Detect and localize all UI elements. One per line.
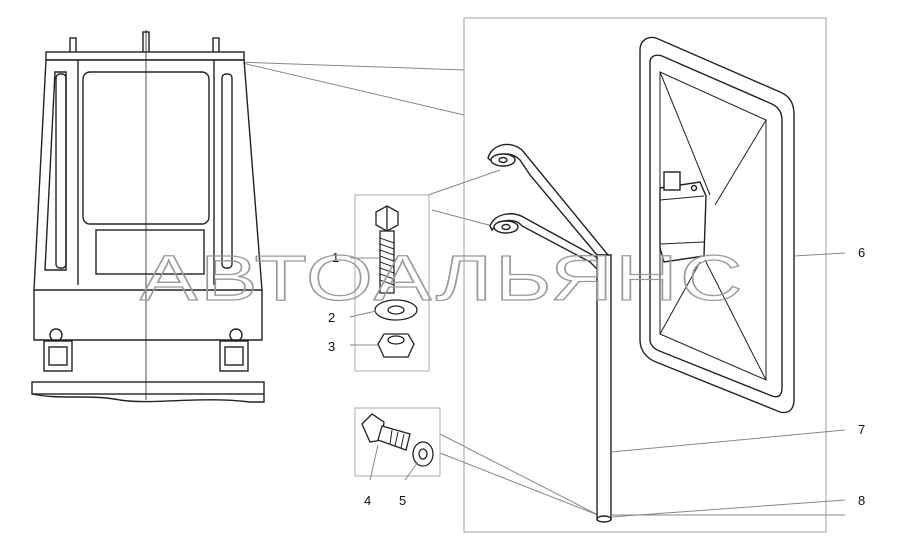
screw-part <box>361 413 411 451</box>
callout-1: 1 <box>332 250 339 265</box>
cab-bracket <box>31 30 265 403</box>
callout-3: 3 <box>328 339 335 354</box>
mirror-arm-part <box>487 143 612 523</box>
mirror-part <box>639 36 795 414</box>
washer-part <box>374 299 418 321</box>
assembly-frame <box>463 17 827 533</box>
callout-8: 8 <box>858 493 865 508</box>
watermark: АВТОАЛЬЯНС <box>140 242 745 314</box>
lock-washer-part <box>412 441 434 467</box>
callout-2: 2 <box>328 310 335 325</box>
screw-group-frame <box>354 407 441 477</box>
callout-7: 7 <box>858 422 865 437</box>
callout-leaders <box>349 252 846 518</box>
bolt-part <box>375 205 399 294</box>
callout-labels: 1 2 3 4 5 6 7 8 <box>328 245 865 508</box>
callout-4: 4 <box>364 493 371 508</box>
callout-5: 5 <box>399 493 406 508</box>
fastener-group-frame <box>354 194 430 372</box>
nut-part <box>377 333 415 358</box>
callout-6: 6 <box>858 245 865 260</box>
